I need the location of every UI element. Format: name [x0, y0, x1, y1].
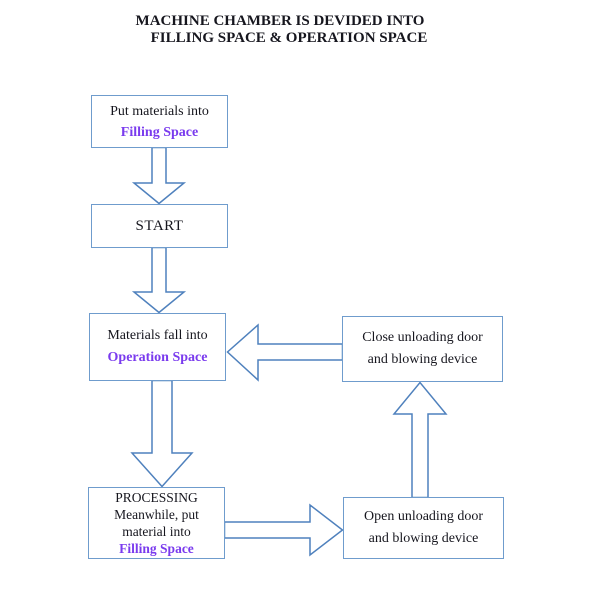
block-arrow-right-processing-to-open-icon	[223, 503, 344, 557]
box-text-line: Close unloading door	[362, 330, 483, 345]
box-text-line: and blowing device	[367, 352, 478, 367]
box-text-line: Put materials into	[110, 103, 209, 119]
box-text-line: Materials fall into	[107, 328, 208, 343]
block-arrow-left-close-to-operation-icon	[226, 323, 344, 382]
box-text-start: START	[135, 217, 184, 234]
block-arrow-up-open-to-close-icon	[392, 381, 448, 499]
block-arrow-down-operation-to-processing-icon	[130, 379, 194, 488]
flow-box-materials-fall: Materials fall into Operation Space	[89, 313, 226, 381]
flow-box-put-materials: Put materials into Filling Space	[91, 95, 228, 148]
flow-box-close-unloading-door: Close unloading door and blowing device	[342, 316, 503, 382]
title-line-2: FILLING SPACE & OPERATION SPACE	[150, 29, 428, 46]
flow-box-open-unloading-door: Open unloading door and blowing device	[343, 497, 504, 559]
box-highlight-filling-space: Filling Space	[120, 124, 199, 140]
box-text-line: PROCESSING	[115, 489, 198, 505]
box-highlight-filling-space: Filling Space	[119, 541, 194, 557]
title-line-1: MACHINE CHAMBER IS DEVIDED INTO	[135, 13, 425, 29]
box-text-line: Open unloading door	[364, 509, 483, 524]
box-text-line: Meanwhile, put	[114, 506, 199, 522]
box-text-line: and blowing device	[368, 531, 479, 546]
flow-box-start: START	[91, 204, 228, 248]
box-text-line: material into	[122, 524, 191, 539]
block-arrow-down-put-to-start-icon	[131, 146, 187, 205]
flow-box-processing: PROCESSING Meanwhile, put material into …	[88, 487, 225, 559]
box-highlight-operation-space: Operation Space	[107, 350, 208, 365]
page-title: MACHINE CHAMBER IS DEVIDED INTO FILLING …	[30, 13, 530, 46]
block-arrow-down-start-to-operation-icon	[131, 246, 187, 314]
